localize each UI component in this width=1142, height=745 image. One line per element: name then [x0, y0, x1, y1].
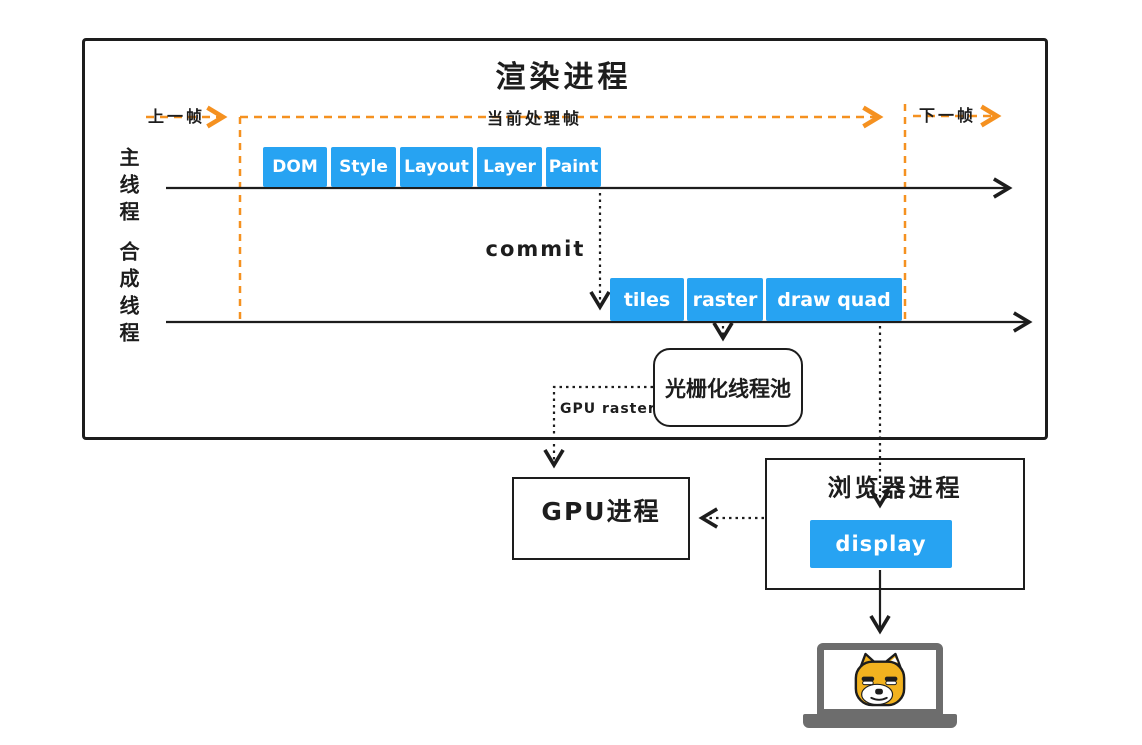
stage-style: Style: [331, 147, 396, 187]
doge-icon: [854, 652, 906, 706]
gpu-process-box: GPU进程: [512, 477, 690, 560]
compositor-thread-label: 合成线程: [116, 241, 140, 349]
main-thread-stages: DOM Style Layout Layer Paint: [263, 147, 601, 187]
stage-draw-quad: draw quad: [766, 278, 902, 321]
stage-layout: Layout: [400, 147, 473, 187]
compositor-thread-stages: tiles raster draw quad: [610, 278, 902, 321]
gpu-raster-label: GPU raster: [560, 401, 656, 417]
render-process-box: [82, 38, 1048, 440]
raster-thread-pool-box: 光栅化线程池: [653, 348, 803, 427]
laptop-screen: [817, 643, 943, 716]
browser-process-title: 浏览器进程: [827, 474, 963, 502]
main-thread-label: 主线程: [116, 147, 140, 228]
current-frame-label: 当前处理帧: [486, 109, 582, 128]
commit-label: commit: [485, 237, 586, 261]
stage-raster: raster: [687, 278, 763, 321]
stage-layer: Layer: [477, 147, 542, 187]
stage-dom: DOM: [263, 147, 327, 187]
render-process-title: 渲染进程: [495, 60, 632, 95]
display-box: display: [810, 520, 952, 568]
stage-tiles: tiles: [610, 278, 684, 321]
laptop-base: [803, 714, 957, 728]
next-frame-label: 下一帧: [919, 106, 977, 125]
stage-paint: Paint: [546, 147, 601, 187]
browser-process-box: [765, 458, 1025, 590]
prev-frame-label: 上一帧: [148, 107, 206, 126]
